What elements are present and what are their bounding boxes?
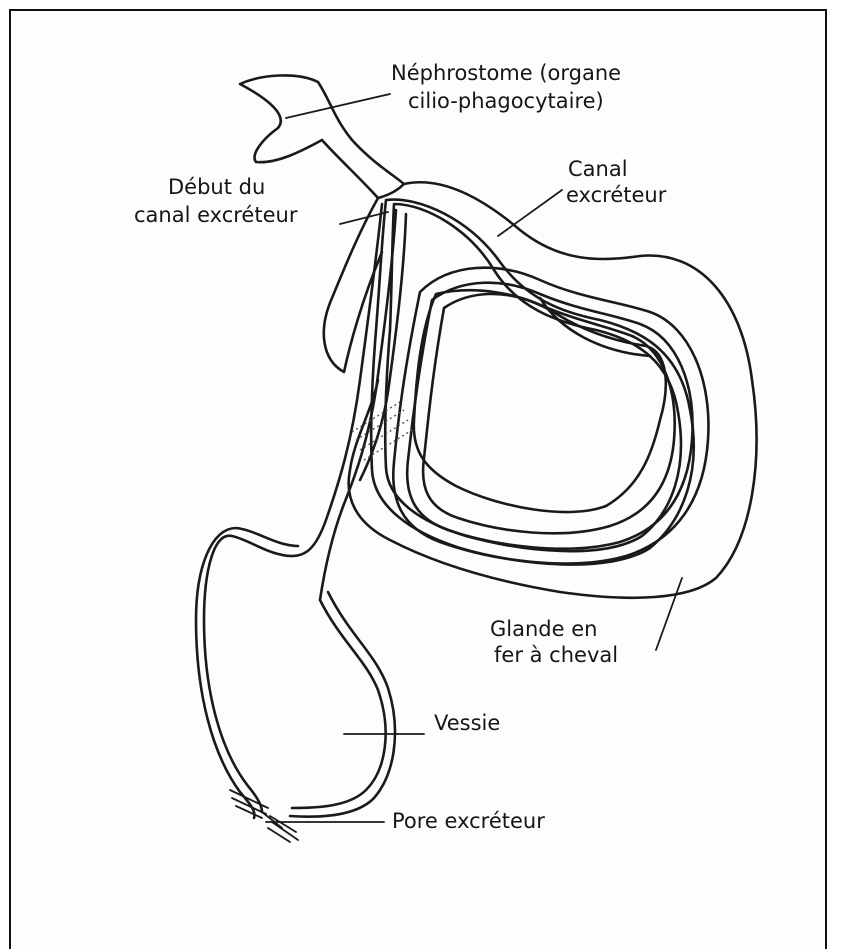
- descending-tubule-1: [292, 204, 382, 556]
- label-pore: Pore excréteur: [392, 809, 545, 833]
- gland-cavity: [414, 290, 666, 512]
- leader-nephrostome: [286, 94, 390, 118]
- vessie-right-2: [290, 592, 395, 817]
- vessie-outer-2: [196, 528, 298, 818]
- pore-hatch: [230, 790, 298, 842]
- label-canal-1: Canal: [568, 157, 628, 181]
- label-nephrostome-2: cilio-phagocytaire): [408, 89, 604, 113]
- label-nephrostome-1: Néphrostome (organe: [391, 61, 621, 85]
- canal-envelope: [349, 182, 757, 598]
- leader-glande: [656, 578, 682, 650]
- label-debut-2: canal excréteur: [134, 203, 298, 227]
- leader-canal: [498, 190, 562, 236]
- label-debut-1: Début du: [168, 175, 265, 199]
- vessie-outer: [204, 536, 292, 812]
- label-glande-1: Glande en: [490, 617, 597, 641]
- label-glande-2: fer à cheval: [494, 643, 618, 667]
- vessie-right: [292, 600, 386, 808]
- tubule-loop-5: [423, 294, 675, 533]
- tubule-loop-4: [407, 283, 692, 549]
- label-canal-2: excréteur: [566, 183, 667, 207]
- label-vessie: Vessie: [434, 711, 500, 735]
- descending-tubule-3: [360, 214, 406, 480]
